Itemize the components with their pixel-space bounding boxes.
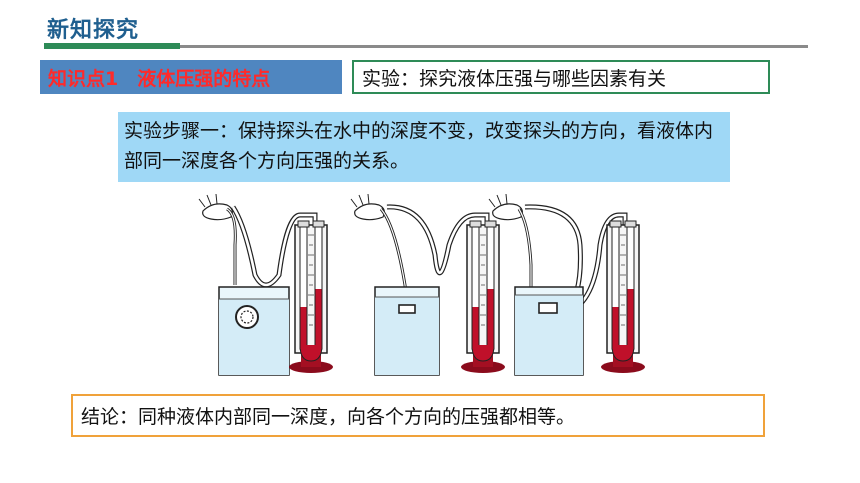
experiment-label: 实验：探究液体压强与哪些因素有关 [352, 60, 770, 94]
manometer-illustration [198, 193, 646, 376]
setup-3 [488, 193, 646, 376]
conclusion-text: 结论：同种液体内部同一深度，向各个方向的压强都相等。 [71, 394, 765, 437]
title-underline-accent [44, 43, 180, 49]
title-underline-divider [180, 45, 808, 48]
section-title: 新知探究 [47, 18, 140, 43]
setup-2 [350, 193, 506, 376]
setup-1 [198, 193, 334, 376]
knowledge-point-label: 知识点1 液体压强的特点 [40, 60, 342, 94]
experiment-step-text: 实验步骤一：保持探头在水中的深度不变，改变探头的方向，看液体内部同一深度各个方向… [118, 112, 730, 182]
